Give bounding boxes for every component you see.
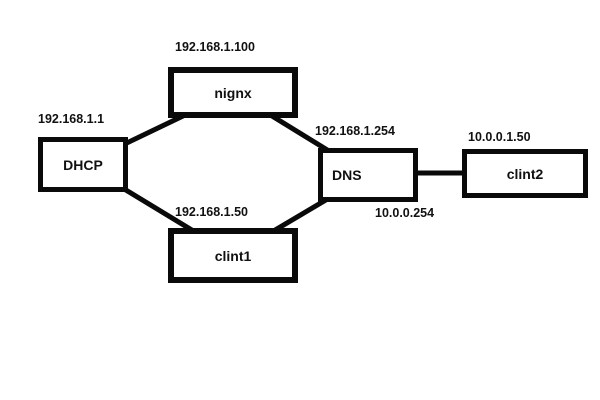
ip-label-clint2: 10.0.0.1.50: [468, 130, 531, 144]
node-clint1-label: clint1: [214, 247, 252, 264]
node-dns: DNS: [318, 148, 418, 202]
node-nignx: nignx: [168, 67, 298, 118]
node-clint1: clint1: [168, 228, 298, 283]
ip-label-dhcp: 192.168.1.1: [38, 112, 105, 126]
node-clint2: clint2: [462, 149, 588, 198]
ip-label-dns-below: 10.0.0.254: [375, 206, 435, 220]
node-clint2-label: clint2: [506, 165, 544, 182]
node-dhcp: DHCP: [38, 137, 128, 192]
ip-label-dns-above: 192.168.1.254: [315, 124, 395, 138]
ip-label-clint1: 192.168.1.50: [175, 205, 248, 219]
node-nignx-label: nignx: [214, 84, 252, 101]
node-dns-label: DNS: [332, 167, 362, 183]
node-dhcp-label: DHCP: [63, 156, 103, 173]
ip-label-nignx: 192.168.1.100: [175, 40, 255, 54]
